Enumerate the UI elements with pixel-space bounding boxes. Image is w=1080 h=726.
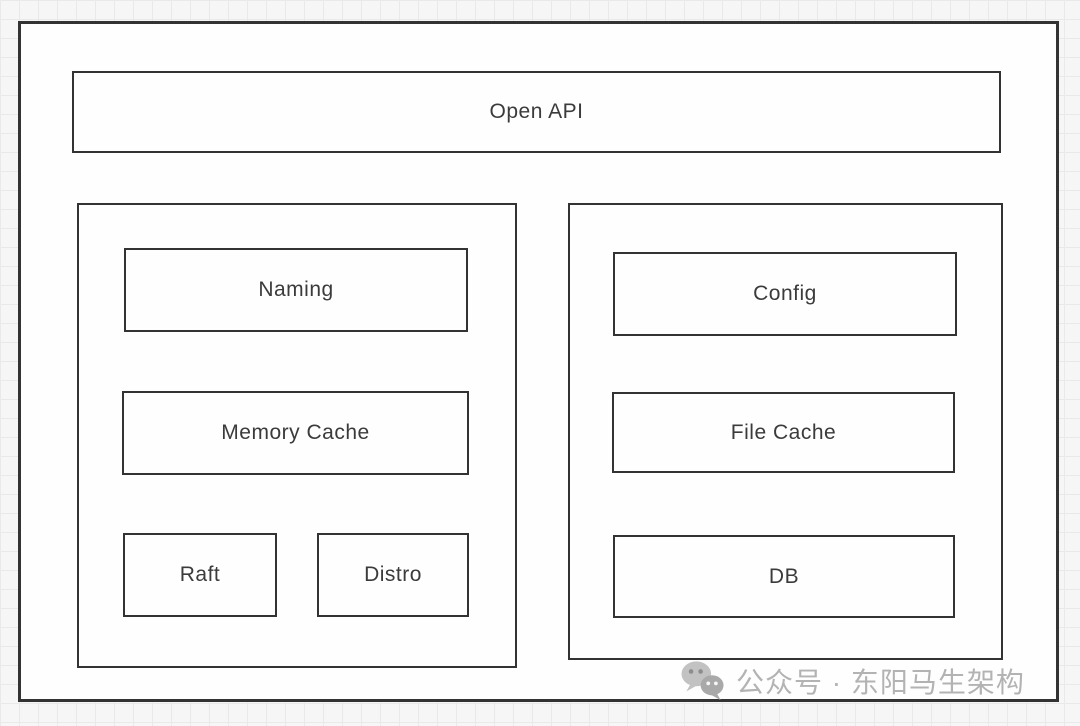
node-open-api-label: Open API bbox=[489, 100, 584, 123]
node-file-cache-label: File Cache bbox=[730, 420, 837, 444]
wechat-icon bbox=[680, 660, 726, 702]
watermark-text: 公众号 · 东阳马生架构 bbox=[736, 667, 1025, 698]
node-raft: Raft bbox=[123, 533, 277, 617]
node-open-api: Open API bbox=[72, 71, 1001, 153]
node-distro-label: Distro bbox=[364, 563, 422, 586]
node-db-label: DB bbox=[768, 564, 800, 588]
node-raft-label: Raft bbox=[179, 563, 221, 586]
node-memory-cache: Memory Cache bbox=[122, 391, 469, 475]
node-config: Config bbox=[613, 252, 957, 336]
node-naming-label: Naming bbox=[258, 278, 334, 301]
watermark: 公众号 · 东阳马生架构 bbox=[680, 657, 1025, 705]
node-distro: Distro bbox=[317, 533, 469, 617]
node-file-cache: File Cache bbox=[612, 392, 955, 473]
node-memory-cache-label: Memory Cache bbox=[221, 421, 370, 444]
node-db: DB bbox=[613, 535, 955, 618]
node-naming: Naming bbox=[124, 248, 468, 332]
node-config-label: Config bbox=[753, 282, 817, 305]
